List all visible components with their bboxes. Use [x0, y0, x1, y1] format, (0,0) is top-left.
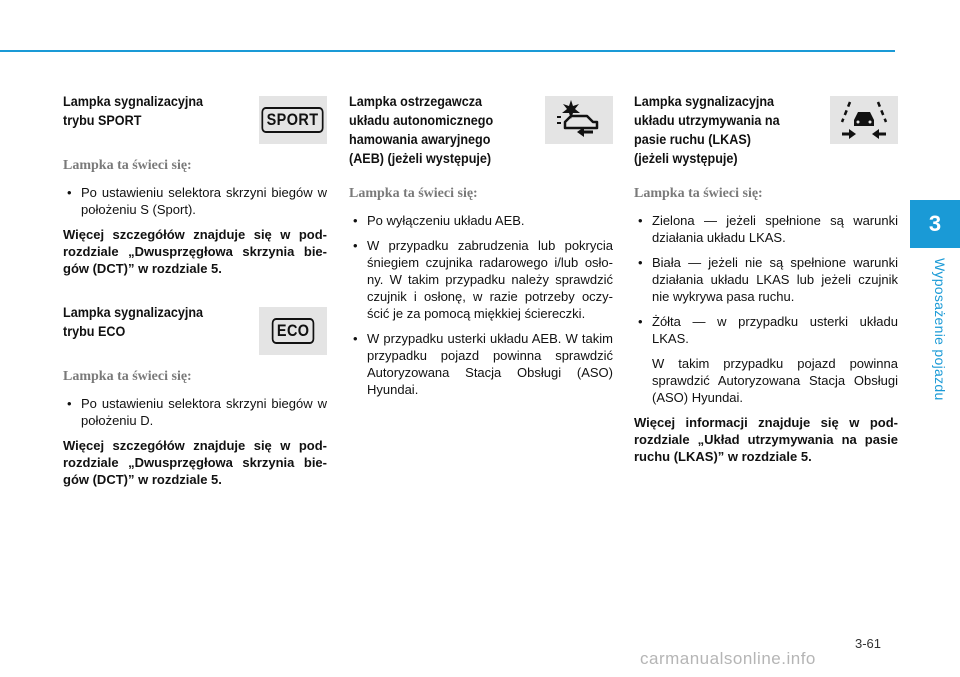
lkas-heading: Lampka sygnalizacyjna układu utrzymywani… — [634, 93, 780, 166]
column-3: Lampka sygnalizacyjna układu utrzymywani… — [634, 92, 898, 465]
sport-bullet: Po ustawieniu selektora skrzyni biegów w… — [63, 184, 327, 218]
aeb-heading: Lampka ostrzegawcza układu autonomiczneg… — [349, 93, 494, 166]
eco-indicator-icon: ECO — [259, 307, 327, 355]
aeb-bullet: Po wyłączeniu układu AEB. — [349, 212, 613, 229]
lkas-bullets: Zielona — jeżeli spełnione są warunki dz… — [634, 212, 898, 347]
lkas-extra-paragraph: W takim przypadku pojazd powinna sprawdz… — [652, 356, 898, 405]
sport-icon-label: SPORT — [261, 107, 325, 133]
aeb-icon-graphic — [557, 100, 599, 137]
column-1: Lampka sygnalizacyjna trybu SPORT SPORT … — [63, 92, 327, 488]
aeb-section: Lampka ostrzegawcza układu autonomiczneg… — [349, 92, 613, 398]
chapter-title: Wyposażenie pojazdu — [932, 258, 948, 401]
lane-keeping-icon — [830, 96, 898, 144]
eco-subheading: Lampka ta świeci się: — [63, 369, 192, 384]
eco-heading: Lampka sygnalizacyjna trybu ECO — [63, 304, 204, 339]
chapter-number-tab: 3 — [910, 200, 960, 248]
aeb-collision-warning-icon — [545, 96, 613, 144]
aeb-subheading: Lampka ta świeci się: — [349, 186, 478, 201]
lkas-subheading: Lampka ta świeci się: — [634, 186, 763, 201]
eco-bullets: Po ustawieniu selektora skrzyni biegów w… — [63, 395, 327, 429]
aeb-bullet: W przypadku usterki układu AEB. W takim … — [349, 330, 613, 398]
lkas-note: Więcej informacji znajduje się w pod-roz… — [634, 415, 898, 464]
aeb-bullets: Po wyłączeniu układu AEB. W przypadku za… — [349, 212, 613, 398]
header-rule — [0, 50, 895, 52]
column-2: Lampka ostrzegawcza układu autonomiczneg… — [349, 92, 613, 406]
sport-note: Więcej szczegółów znajduje się w pod-roz… — [63, 227, 327, 276]
lkas-icon-graphic — [840, 101, 888, 139]
eco-section: Lampka sygnalizacyjna trybu ECO ECO Lamp… — [63, 303, 327, 488]
watermark: carmanualsonline.info — [640, 649, 816, 668]
eco-icon-label: ECO — [271, 318, 315, 344]
lkas-bullet: Zielona — jeżeli spełnione są warunki dz… — [634, 212, 898, 246]
sport-subheading: Lampka ta świeci się: — [63, 158, 192, 173]
sport-bullets: Po ustawieniu selektora skrzyni biegów w… — [63, 184, 327, 218]
page-number: 3-61 — [855, 636, 882, 651]
eco-note: Więcej szczegółów znajduje się w pod-roz… — [63, 438, 327, 487]
sport-heading: Lampka sygnalizacyjna trybu SPORT — [63, 93, 204, 128]
eco-bullet: Po ustawieniu selektora skrzyni biegów w… — [63, 395, 327, 429]
lkas-section: Lampka sygnalizacyjna układu utrzymywani… — [634, 92, 898, 465]
lkas-bullet: Żółta — w przypadku usterki układu LKAS. — [634, 313, 898, 347]
sport-indicator-icon: SPORT — [259, 96, 327, 144]
sport-section: Lampka sygnalizacyjna trybu SPORT SPORT … — [63, 92, 327, 277]
lkas-bullet: Biała — jeżeli nie są spełnione warunki … — [634, 254, 898, 305]
aeb-bullet: W przypadku zabrudzenia lub pokrycia śni… — [349, 237, 613, 322]
